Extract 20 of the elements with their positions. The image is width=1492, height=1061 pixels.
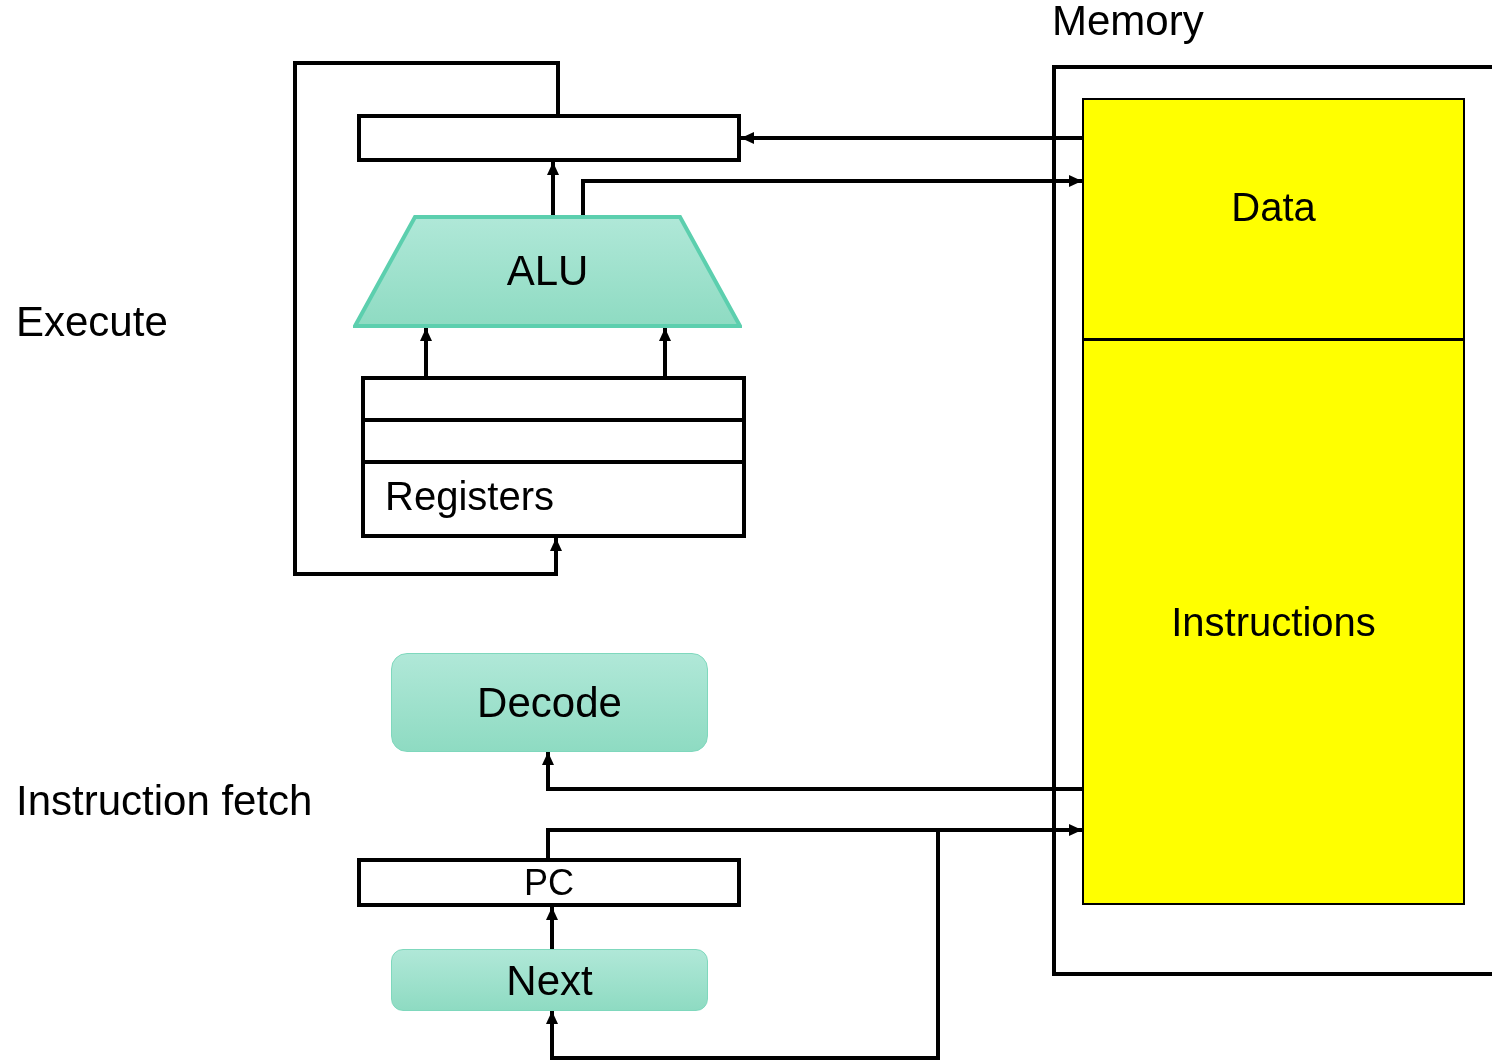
arrow: [659, 328, 671, 376]
pc-register: PC: [357, 858, 741, 907]
data-block: Data: [1082, 98, 1465, 340]
decode-box: Decode: [391, 653, 708, 752]
memory-label: Memory: [1052, 0, 1204, 42]
arrow: [542, 752, 1082, 791]
arrow: [581, 175, 1082, 215]
stage-label: Instruction fetch: [16, 776, 313, 826]
instructions-block: Instructions: [1082, 339, 1465, 905]
arrow: [741, 132, 1082, 144]
arrow: [546, 828, 940, 1060]
arrow: [547, 162, 559, 215]
stage-label: Execute: [16, 297, 168, 347]
next-box: Next: [391, 949, 708, 1011]
arrow: [293, 61, 562, 576]
arrow: [420, 328, 432, 376]
alu-trapezoid: ALU: [353, 215, 742, 328]
register-file: Registers: [361, 376, 746, 538]
arrow: [546, 907, 558, 949]
result-register-bar: [357, 114, 741, 162]
